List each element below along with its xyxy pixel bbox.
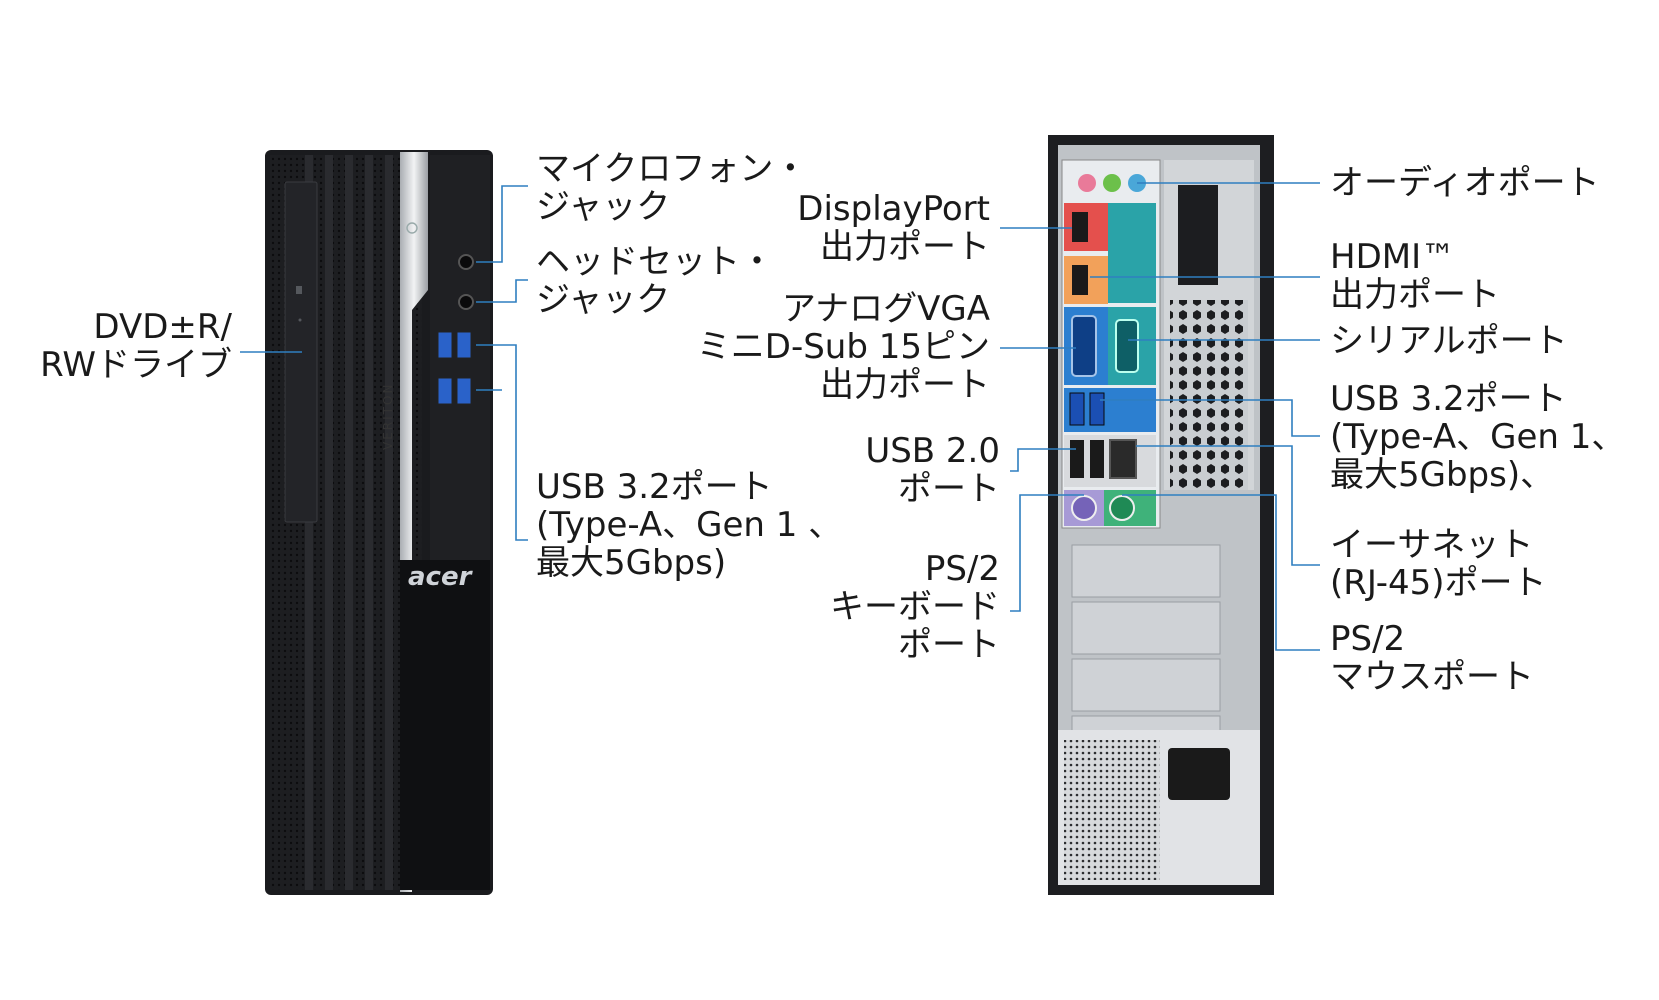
label-ethernet: イーサネット (RJ-45)ポート — [1330, 526, 1547, 602]
label-mic-jack: マイクロフォン・ ジャック — [536, 150, 807, 226]
leader-ps2-keyboard — [1010, 494, 1084, 612]
hdmi-port — [1072, 265, 1088, 295]
leader-rear-usb32 — [1100, 399, 1320, 437]
label-mic-jack-line-2: ジャック — [536, 187, 671, 227]
rear-usb32-port-1 — [1069, 392, 1085, 426]
label-serial: シリアルポート — [1330, 322, 1568, 360]
label-rear-usb32-line-1: USB 3.2ポート — [1330, 379, 1567, 419]
vga-port — [1071, 315, 1097, 377]
audio-line-out-jack — [1103, 174, 1121, 192]
label-dvd-drive: DVD±R/ RWドライブ — [40, 308, 232, 384]
acer-logo: acer — [408, 562, 474, 592]
label-usb20: USB 2.0 ポート — [690, 432, 1000, 508]
veriton-label: VERITON — [381, 383, 395, 450]
label-vga-line-1: アナログVGA — [781, 289, 990, 329]
label-ethernet-line-1: イーサネット — [1330, 525, 1534, 565]
ps2-mouse-port — [1109, 495, 1135, 521]
label-audio-port-line-1: オーディオポート — [1330, 163, 1600, 203]
label-front-usb32-line-2: (Type-A、Gen 1 、 — [536, 505, 843, 545]
label-rear-usb32-line-2: (Type-A、Gen 1、 — [1330, 417, 1626, 457]
label-usb20-line-2: ポート — [898, 469, 1000, 509]
label-usb20-line-1: USB 2.0 — [865, 431, 1000, 471]
label-front-usb32-line-1: USB 3.2ポート — [536, 467, 773, 507]
front-usb32-ports — [437, 331, 472, 405]
label-hdmi-line-1: HDMI™ — [1330, 237, 1456, 277]
ethernet-port — [1109, 439, 1137, 479]
label-headset-jack: ヘッドセット・ ジャック — [536, 243, 774, 319]
rear-usb32-port-2 — [1089, 392, 1105, 426]
label-front-usb32: USB 3.2ポート (Type-A、Gen 1 、 最大5Gbps) — [536, 468, 842, 582]
label-vga-line-3: 出力ポート — [820, 365, 990, 405]
label-mic-jack-line-1: マイクロフォン・ — [536, 149, 808, 189]
label-ps2-keyboard-line-1: PS/2 — [924, 549, 1000, 589]
label-headset-jack-line-2: ジャック — [536, 280, 671, 320]
label-audio-port: オーディオポート — [1330, 164, 1600, 202]
label-hdmi: HDMI™ 出力ポート — [1330, 238, 1500, 314]
leader-ethernet — [1136, 445, 1320, 566]
power-button-icon — [406, 222, 418, 234]
power-inlet — [1168, 748, 1230, 800]
leader-headset-jack — [476, 279, 528, 303]
label-ps2-keyboard-line-3: ポート — [898, 625, 1000, 665]
label-rear-usb32: USB 3.2ポート (Type-A、Gen 1、 最大5Gbps)、 — [1330, 380, 1625, 494]
mic-jack — [458, 254, 474, 270]
headset-jack — [458, 294, 474, 310]
label-dvd-drive-line-2: RWドライブ — [40, 345, 232, 385]
label-ps2-mouse-line-2: マウスポート — [1330, 657, 1534, 697]
rear-usb20-port-2 — [1090, 440, 1104, 478]
label-vga: アナログVGA ミニD-Sub 15ピン 出力ポート — [690, 290, 990, 404]
label-ps2-keyboard: PS/2 キーボード ポート — [690, 550, 1000, 664]
leader-mic-jack — [476, 185, 528, 263]
leader-usb20 — [1010, 448, 1076, 472]
label-ps2-keyboard-line-2: キーボード — [830, 587, 1000, 627]
label-front-usb32-line-3: 最大5Gbps) — [536, 543, 727, 583]
audio-mic-jack — [1078, 174, 1096, 192]
label-hdmi-line-2: 出力ポート — [1330, 275, 1500, 315]
label-displayport-line-2: 出力ポート — [820, 227, 990, 267]
label-vga-line-2: ミニD-Sub 15ピン — [696, 327, 990, 367]
label-displayport: DisplayPort 出力ポート — [690, 190, 990, 266]
label-ethernet-line-2: (RJ-45)ポート — [1330, 563, 1547, 603]
label-serial-line-1: シリアルポート — [1330, 321, 1568, 361]
displayport-port — [1072, 212, 1088, 242]
leader-front-usb32 — [476, 344, 528, 541]
label-displayport-line-1: DisplayPort — [797, 189, 990, 229]
ps2-keyboard-port — [1071, 495, 1097, 521]
label-dvd-drive-line-1: DVD±R/ — [93, 307, 232, 347]
leader-ps2-mouse — [1122, 494, 1320, 651]
label-ps2-mouse: PS/2 マウスポート — [1330, 620, 1534, 696]
label-rear-usb32-line-3: 最大5Gbps)、 — [1330, 455, 1555, 495]
label-ps2-mouse-line-1: PS/2 — [1330, 619, 1406, 659]
serial-port — [1115, 319, 1139, 373]
label-headset-jack-line-1: ヘッドセット・ — [536, 242, 774, 282]
